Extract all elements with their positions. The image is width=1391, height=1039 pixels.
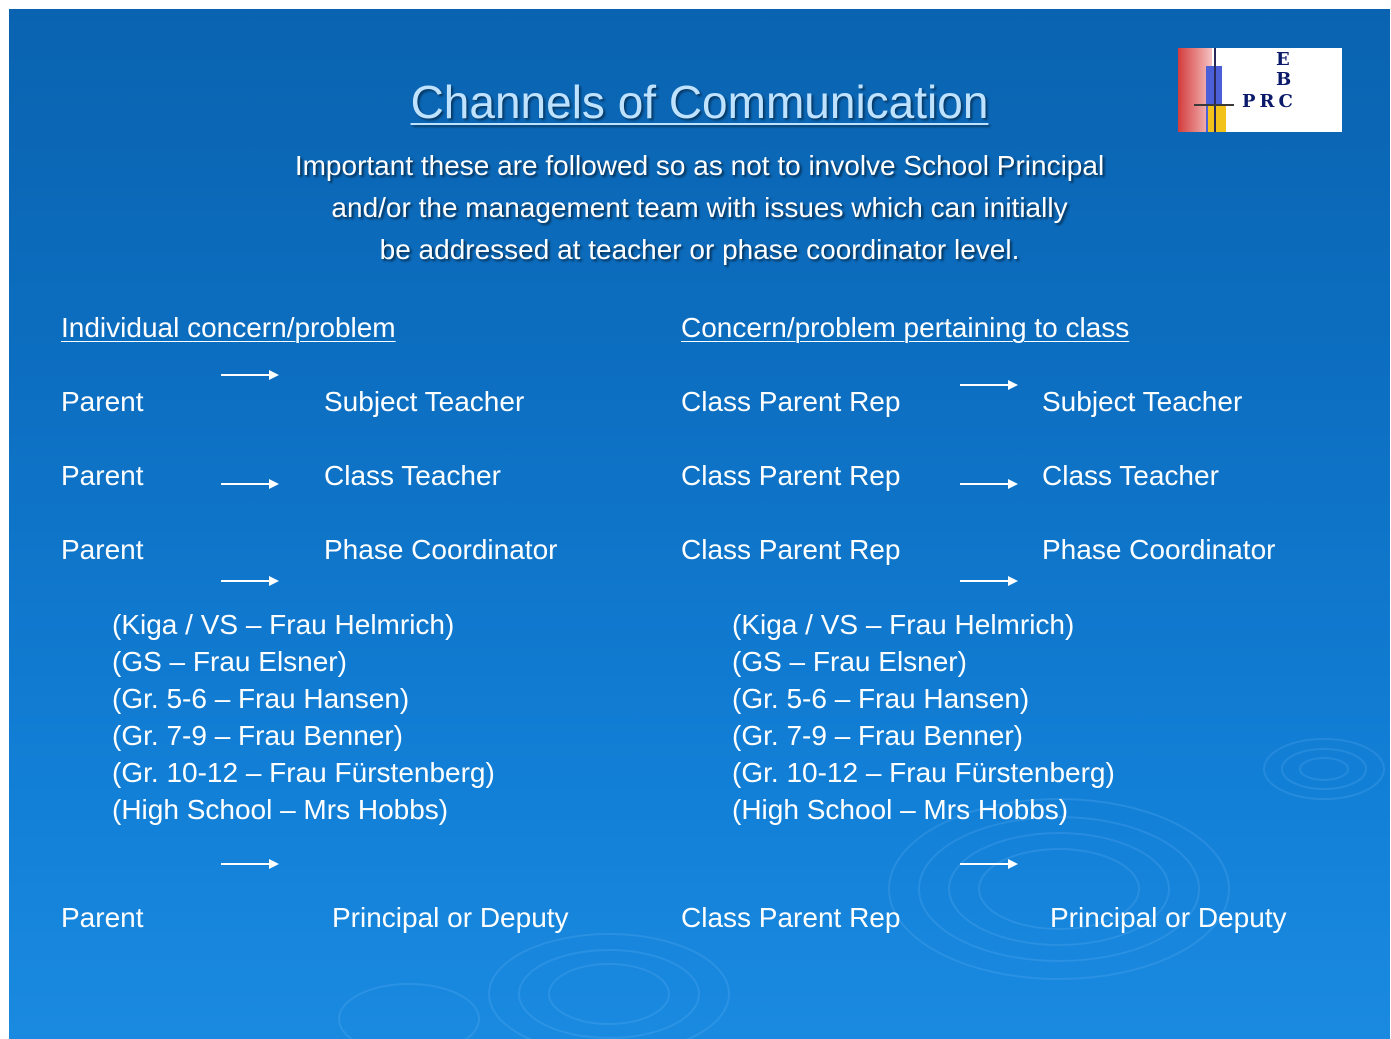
subtitle-line: Important these are followed so as not t…: [294, 150, 1105, 181]
list-item: (Gr. 7-9 – Frau Benner): [732, 720, 1024, 751]
logo-yellow-bar: [1208, 106, 1226, 132]
left-row-to: Class Teacher: [324, 460, 501, 491]
slide: Channels of Communication Important thes…: [9, 9, 1390, 1039]
left-row-from: Parent: [61, 386, 144, 417]
right-row-to: Class Teacher: [1042, 460, 1219, 491]
right-arrow-icon: [960, 479, 1018, 489]
list-item: (High School – Mrs Hobbs): [732, 794, 1069, 825]
slide-subtitle: Important these are followed so as not t…: [9, 145, 1390, 271]
left-row-from: Parent: [61, 534, 144, 565]
subtitle-line: and/or the management team with issues w…: [331, 192, 1068, 223]
right-row-from: Class Parent Rep: [681, 902, 901, 933]
left-column-heading: Individual concern/problem: [61, 312, 396, 343]
right-arrow-icon: [221, 370, 279, 380]
right-column-heading: Concern/problem pertaining to class: [681, 312, 1130, 343]
left-coordinator-list: (Kiga / VS – Frau Helmrich) (GS – Frau E…: [112, 606, 495, 828]
subtitle-line: be addressed at teacher or phase coordin…: [379, 234, 1020, 265]
list-item: (Gr. 10-12 – Frau Fürstenberg): [732, 757, 1115, 788]
list-item: (GS – Frau Elsner): [112, 646, 347, 677]
ebprc-logo: E B PRC: [1178, 48, 1342, 132]
right-row-to: Phase Coordinator: [1042, 534, 1276, 565]
logo-horizontal-line: [1194, 104, 1234, 106]
list-item: (Kiga / VS – Frau Helmrich): [732, 609, 1075, 640]
right-arrow-icon: [960, 859, 1018, 869]
logo-text: B: [1276, 69, 1292, 90]
right-arrow-icon: [221, 859, 279, 869]
right-arrow-icon: [960, 380, 1018, 390]
right-row-to: Subject Teacher: [1042, 386, 1243, 417]
left-row-to: Subject Teacher: [324, 386, 525, 417]
right-row-from: Class Parent Rep: [681, 386, 901, 417]
right-arrow-icon: [960, 576, 1018, 586]
list-item: (Gr. 5-6 – Frau Hansen): [112, 683, 410, 714]
right-arrow-icon: [221, 479, 279, 489]
left-row-from: Parent: [61, 460, 144, 491]
logo-text: E: [1276, 49, 1290, 70]
left-row-to: Principal or Deputy: [332, 902, 569, 933]
list-item: (GS – Frau Elsner): [732, 646, 967, 677]
list-item: (Gr. 5-6 – Frau Hansen): [732, 683, 1030, 714]
list-item: (Gr. 10-12 – Frau Fürstenberg): [112, 757, 495, 788]
list-item: (High School – Mrs Hobbs): [112, 794, 449, 825]
list-item: (Gr. 7-9 – Frau Benner): [112, 720, 404, 751]
list-item: (Kiga / VS – Frau Helmrich): [112, 609, 455, 640]
logo-text: PRC: [1242, 91, 1297, 112]
slide-title: Channels of Communication: [410, 76, 989, 128]
right-arrow-icon: [221, 576, 279, 586]
right-coordinator-list: (Kiga / VS – Frau Helmrich) (GS – Frau E…: [732, 606, 1115, 828]
left-row-from: Parent: [61, 902, 144, 933]
right-row-to: Principal or Deputy: [1050, 902, 1287, 933]
left-row-to: Phase Coordinator: [324, 534, 558, 565]
logo-vertical-line: [1214, 48, 1216, 132]
right-row-from: Class Parent Rep: [681, 534, 901, 565]
right-row-from: Class Parent Rep: [681, 460, 901, 491]
